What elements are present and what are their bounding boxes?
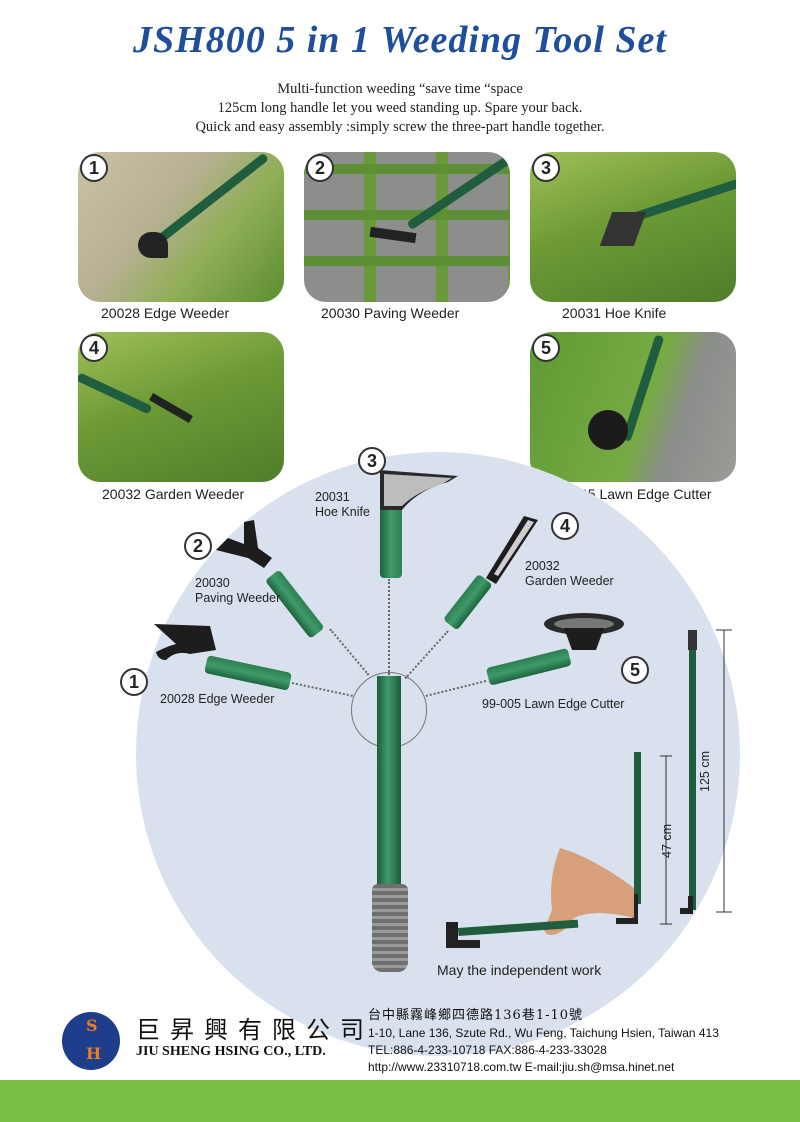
edge-weeder-head [154, 624, 216, 660]
logo-letter-h: H [86, 1044, 102, 1063]
part-number-5: 5 [621, 656, 649, 684]
logo-letter-s: S [86, 1016, 98, 1035]
paving-weeder-head [216, 520, 272, 568]
part-number-4: 4 [551, 512, 579, 540]
part-name-3: Hoe Knife [315, 505, 370, 519]
photo-number-2: 2 [306, 154, 334, 182]
photo-number-5: 5 [532, 334, 560, 362]
part-name-4: Garden Weeder [525, 574, 614, 588]
hand-holding-tool [446, 848, 634, 948]
part-number-2: 2 [184, 532, 212, 560]
dimension-long: 125 cm [698, 751, 712, 792]
garden-weeder-head [486, 516, 538, 584]
part-code-2: 20030 [195, 576, 230, 590]
company-logo: S H [62, 1012, 120, 1070]
company-name-en: JIU SHENG HSING CO., LTD. [136, 1044, 326, 1059]
long-handle-diagram [680, 629, 732, 914]
intro-line-3: Quick and easy assembly :simply screw th… [195, 119, 605, 135]
photo-caption-2: 20030 Paving Weeder [321, 305, 460, 321]
part-number-1: 1 [120, 668, 148, 696]
part-label-3: 20031 Hoe Knife [315, 490, 370, 520]
photo-lawn-edge-cutter [530, 332, 736, 482]
photo-caption-1: 20028 Edge Weeder [101, 305, 230, 321]
intro-text: Multi-function weeding “save time “space… [0, 80, 800, 137]
hoe-knife-head [380, 470, 458, 510]
lawn-edge-cutter-head [544, 613, 624, 650]
part-code-4: 20032 [525, 559, 560, 573]
address-zh: 台中縣霧峰鄉四德路136巷1-10號 [368, 1008, 584, 1023]
footer-band [0, 1080, 800, 1122]
intro-line-1: Multi-function weeding “save time “space [277, 81, 523, 97]
photo-garden-weeder [78, 332, 284, 482]
web-email[interactable]: http://www.23310718.com.tw E-mail:jiu.sh… [368, 1060, 675, 1074]
main-handle-shaft [377, 676, 401, 886]
photo-number-1: 1 [80, 154, 108, 182]
intro-line-2: 125cm long handle let you weed standing … [217, 100, 583, 116]
part-number-3: 3 [358, 447, 386, 475]
independent-work-caption: May the independent work [437, 962, 602, 978]
dimension-short: 47 cm [660, 823, 674, 858]
company-name-zh: 巨昇興有限公司 [136, 1016, 374, 1044]
photo-caption-4: 20032 Garden Weeder [102, 486, 245, 502]
photo-number-3: 3 [532, 154, 560, 182]
page-title: JSH800 5 in 1 Weeding Tool Set [133, 19, 667, 61]
address-en: 1-10, Lane 136, Szute Rd., Wu Feng, Taic… [368, 1026, 719, 1040]
part-label-4: 20032 Garden Weeder [525, 559, 614, 589]
photo-caption-3: 20031 Hoe Knife [562, 305, 667, 321]
part-label-5: 99-005 Lawn Edge Cutter [482, 697, 625, 711]
part-code-3: 20031 [315, 490, 350, 504]
part-name-2: Paving Weeder [195, 591, 281, 605]
photo-number-4: 4 [80, 334, 108, 362]
handle-grip [372, 884, 408, 972]
photo-hoe-knife [530, 152, 736, 302]
part-label-1: 20028 Edge Weeder [160, 692, 275, 706]
photo-edge-weeder [78, 152, 284, 302]
photo-paving-weeder [304, 152, 510, 302]
part-label-2: 20030 Paving Weeder [195, 576, 280, 606]
tel-fax: TEL:886-4-233-10718 FAX:886-4-233-33028 [368, 1043, 607, 1057]
